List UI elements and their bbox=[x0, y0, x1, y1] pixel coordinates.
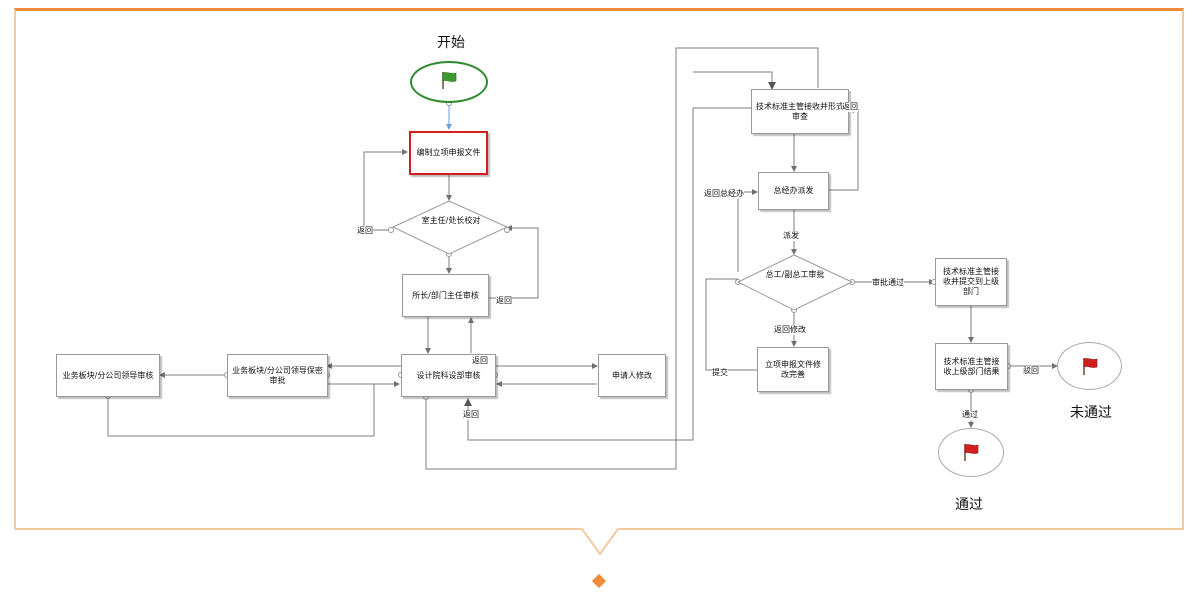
dept-review-node[interactable]: 所长/部门主任审核 bbox=[402, 274, 489, 317]
edge-label-back: 返回 bbox=[496, 296, 512, 306]
end-pass-label: 通过 bbox=[955, 497, 983, 513]
chief-engineer-decision[interactable] bbox=[736, 254, 854, 312]
tech-receive-node[interactable]: 技术标准主管接收并形式审查 bbox=[751, 89, 849, 134]
edge-label-back: 返回 bbox=[842, 102, 858, 112]
draft-node[interactable]: 编制立项申报文件 bbox=[409, 131, 488, 175]
red-flag-icon bbox=[1083, 358, 1098, 375]
gm-office-node[interactable]: 总经办派发 bbox=[758, 172, 829, 210]
section-check-decision[interactable] bbox=[391, 200, 509, 256]
edge-label-reject: 驳回 bbox=[1023, 366, 1039, 376]
submit-dept-node[interactable]: 技术标准主管接收并提交到上级部门 bbox=[935, 258, 1007, 306]
edge-label-submit: 提交 bbox=[712, 368, 728, 378]
edge-label-back: 返回 bbox=[472, 356, 488, 366]
frame-pointer bbox=[582, 528, 618, 556]
secret-review-node[interactable]: 业务板块/分公司领导保密审批 bbox=[227, 354, 328, 397]
receive-result-node[interactable]: 技术标准主管接收上级部门结果 bbox=[935, 343, 1008, 390]
revise-complete-node[interactable]: 立项申报文件修改完善 bbox=[757, 347, 829, 392]
start-label: 开始 bbox=[437, 35, 465, 51]
end-fail-label: 未通过 bbox=[1070, 405, 1112, 421]
edge-label-back: 返回 bbox=[357, 226, 373, 236]
green-flag-icon bbox=[442, 72, 457, 89]
chief-engineer-label: 总工/副总工审批 bbox=[765, 270, 825, 279]
red-flag-icon bbox=[964, 444, 979, 461]
edge-label-pass: 通过 bbox=[962, 410, 978, 420]
edge-label-back-edit: 返回修改 bbox=[774, 325, 806, 335]
edge-label-back: 返回 bbox=[463, 410, 479, 420]
edge-label-approved: 审批通过 bbox=[872, 278, 904, 288]
start-node[interactable] bbox=[410, 61, 488, 103]
section-check-label: 室主任/处长校对 bbox=[421, 216, 481, 225]
applicant-edit-node[interactable]: 申请人修改 bbox=[598, 354, 666, 397]
edge-label-back-gm: 返回总经办 bbox=[704, 189, 744, 199]
leader-review-node[interactable]: 业务板块/分公司领导审核 bbox=[56, 354, 160, 397]
edge-label-dispatch: 派发 bbox=[783, 231, 799, 241]
